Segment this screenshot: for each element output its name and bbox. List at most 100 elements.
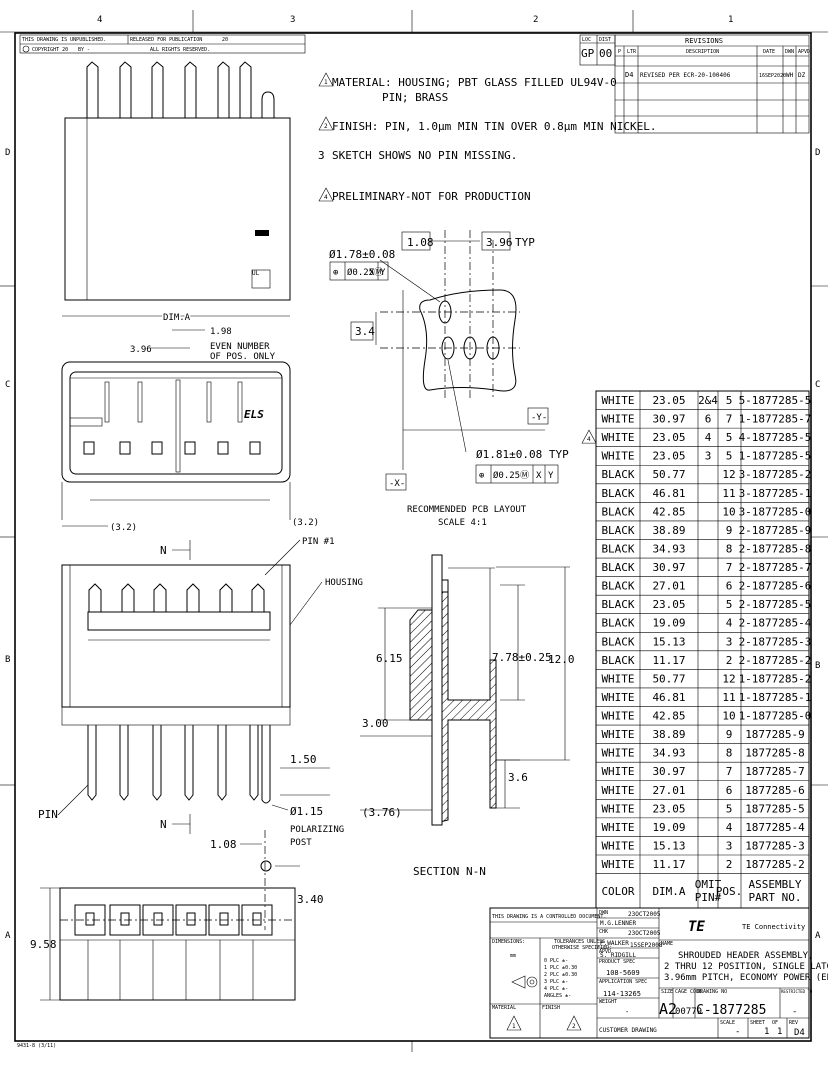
cell-pos: 3 bbox=[726, 839, 733, 852]
header-omit: OMIT bbox=[695, 878, 722, 891]
header-color: COLOR bbox=[601, 885, 634, 898]
rev-apvd: DZ bbox=[798, 72, 806, 79]
cage-code-label: CAGE CODE bbox=[675, 989, 702, 995]
cell-part: 2-1877285-3 bbox=[739, 635, 812, 648]
cell-color: WHITE bbox=[601, 431, 634, 444]
cell-pos: 6 bbox=[726, 784, 733, 797]
dim-1-08: 1.08 bbox=[210, 838, 237, 851]
tolerance-line: 3 PLC ±- bbox=[544, 979, 568, 985]
cell-part: 2-1877285-5 bbox=[739, 598, 812, 611]
revisions-title: REVISIONS bbox=[685, 37, 723, 45]
cell-color: WHITE bbox=[601, 672, 634, 685]
application-spec: 114-13265 bbox=[603, 990, 641, 998]
note-flag-1-icon bbox=[318, 72, 334, 87]
svg-text:ELS: ELS bbox=[244, 408, 264, 421]
bottom-view-pads bbox=[74, 904, 273, 936]
dimensions-unit: mm bbox=[510, 953, 516, 959]
cell-part: 3-1877285-2 bbox=[739, 468, 812, 481]
cell-dima: 38.89 bbox=[652, 524, 685, 537]
cell-dima: 23.05 bbox=[652, 394, 685, 407]
pcb-hole1-tol-value: Ø0.25Ⓜ bbox=[347, 267, 383, 278]
cell-part: 2-1877285-2 bbox=[739, 654, 812, 667]
name-label: NAME bbox=[661, 941, 673, 947]
pcb-hole-3 bbox=[463, 336, 477, 360]
pcb-hole-2 bbox=[441, 336, 455, 360]
pcb-hole2-tol-symbol: ⊕ bbox=[479, 471, 484, 481]
copyright-text: COPYRIGHT 20 bbox=[32, 47, 68, 53]
cell-dima: 11.17 bbox=[652, 858, 685, 871]
tolerance-line: 1 PLC ±0.30 bbox=[544, 965, 577, 971]
cell-color: BLACK bbox=[601, 524, 634, 537]
cell-omit: 4 bbox=[705, 431, 712, 444]
te-logo: TE bbox=[688, 919, 705, 935]
scale: - bbox=[735, 1027, 740, 1037]
pcb-hole-1 bbox=[438, 300, 452, 324]
dist-value: 00 bbox=[599, 47, 612, 60]
cell-color: WHITE bbox=[601, 691, 634, 704]
cell-dima: 50.77 bbox=[652, 468, 685, 481]
restricted-to: - bbox=[792, 1007, 797, 1017]
cell-pos: 3 bbox=[726, 635, 733, 648]
weight: - bbox=[625, 1008, 629, 1016]
even-pos-text: OF POS. ONLY bbox=[210, 352, 276, 362]
controlled-doc: THIS DRAWING IS A CONTROLLED DOCUMENT. bbox=[492, 914, 606, 920]
restricted-label: RESTRICTED TO bbox=[781, 989, 813, 994]
cell-color: WHITE bbox=[601, 821, 634, 834]
cell-part: 1877285-6 bbox=[745, 784, 805, 797]
sheet: 1 bbox=[764, 1027, 769, 1037]
dim-6-15: 6.15 bbox=[376, 652, 403, 665]
cell-part: 2-1877285-9 bbox=[739, 524, 812, 537]
tolerance-lines: 0 PLC ±-1 PLC ±0.302 PLC ±0.303 PLC ±-4 … bbox=[544, 958, 577, 999]
row-flag-number: 4 bbox=[587, 436, 591, 443]
zone-row-d-right: D bbox=[815, 148, 820, 158]
cell-part: 2-1877285-8 bbox=[739, 542, 812, 555]
revisions-table: REVISIONS P LTR DESCRIPTION DATE DWN APV… bbox=[614, 34, 810, 134]
notes: 1 MATERIAL: HOUSING; PBT GLASS FILLED UL… bbox=[318, 72, 657, 203]
cell-part: 5-1877285-5 bbox=[739, 394, 812, 407]
material-flag-icon bbox=[506, 1015, 522, 1031]
cell-color: BLACK bbox=[601, 561, 634, 574]
note-1-text2: PIN; BRASS bbox=[382, 91, 448, 104]
cell-pos: 8 bbox=[726, 542, 733, 555]
cell-part: 1877285-3 bbox=[745, 839, 805, 852]
cell-dima: 27.01 bbox=[652, 580, 685, 593]
rev-col-description: DESCRIPTION bbox=[686, 49, 719, 55]
cell-part: 1877285-7 bbox=[745, 765, 805, 778]
cell-pos: 9 bbox=[726, 728, 733, 741]
material-flag: 1 bbox=[512, 1023, 516, 1030]
zone-row-b-left: B bbox=[5, 655, 10, 665]
rev-description: REVISED PER ECR-20-100406 bbox=[640, 72, 731, 79]
title-block: THIS DRAWING IS A CONTROLLED DOCUMENT. D… bbox=[489, 907, 828, 1039]
front-view-pin-legs bbox=[87, 725, 271, 804]
cell-dima: 15.13 bbox=[652, 839, 685, 852]
cell-dima: 38.89 bbox=[652, 728, 685, 741]
released-text: RELEASED FOR PUBLICATION bbox=[130, 37, 202, 43]
rev-ltr: D4 bbox=[625, 71, 633, 79]
cell-color: WHITE bbox=[601, 710, 634, 723]
bottom-view: 1.08 3.40 9.58 bbox=[30, 830, 324, 1001]
released-value: 20 bbox=[222, 37, 228, 43]
pcb-typ: TYP bbox=[515, 236, 535, 249]
rev-col-dwn: DWN bbox=[785, 49, 794, 55]
note-flag-4-icon bbox=[318, 187, 334, 202]
cell-color: BLACK bbox=[601, 542, 634, 555]
rev-date: 16SEP2020 bbox=[759, 73, 786, 79]
apvd-name: S. RIDGILL bbox=[600, 952, 637, 959]
rev-col-ltr: LTR bbox=[627, 49, 637, 55]
note-2-num: 2 bbox=[324, 123, 328, 130]
side-view-pins bbox=[86, 61, 275, 118]
cell-color: WHITE bbox=[601, 839, 634, 852]
cage-code: 00779 bbox=[675, 1007, 702, 1017]
chk-label: CHK bbox=[599, 929, 608, 935]
cell-part: 1-1877285-5 bbox=[739, 450, 812, 463]
